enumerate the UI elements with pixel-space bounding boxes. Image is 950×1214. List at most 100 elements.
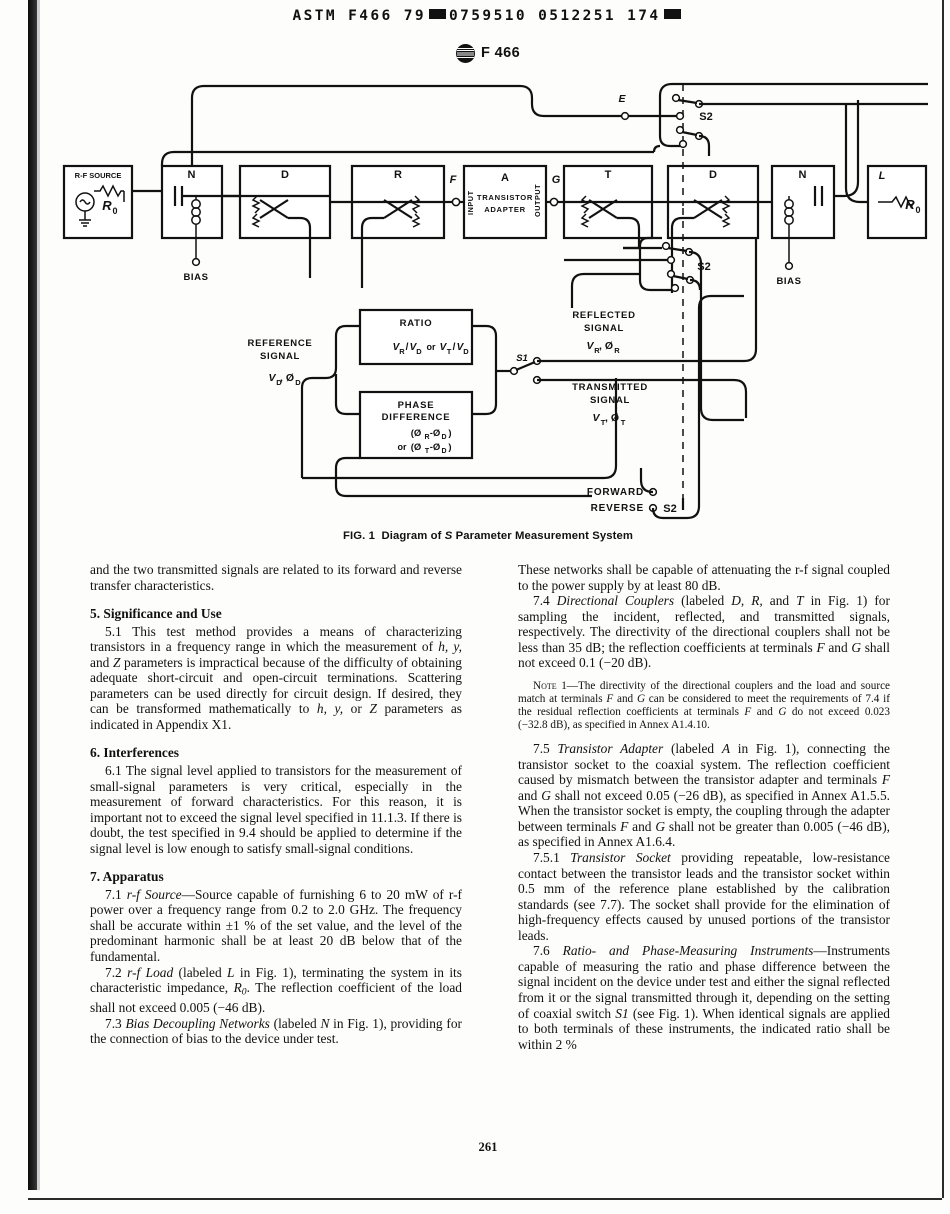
paragraph-7-5-1: 7.5.1 Transistor Socket providing repeat… <box>518 850 890 943</box>
note-i1: F <box>606 692 614 705</box>
p73-b: in Fig. 1), providing for the connection… <box>90 1015 462 1047</box>
svg-text:R: R <box>424 434 429 441</box>
p74-d: and <box>824 639 852 655</box>
paragraph-7-1: 7.1 r-f Source—Source capable of furnish… <box>90 887 462 965</box>
note-d: and <box>751 706 779 719</box>
svg-text:A: A <box>501 172 509 184</box>
note-i3: F <box>744 706 752 719</box>
svg-text:V: V <box>440 342 448 353</box>
p72-b: in Fig. 1), terminating the system in it… <box>90 964 462 996</box>
p72-sym: R0 <box>233 980 247 998</box>
p51-c: parameters is impractical because of the… <box>90 654 463 717</box>
p74-num: 7.4 <box>533 593 557 609</box>
svg-text:SIGNAL: SIGNAL <box>260 351 300 362</box>
heading-significance-and-use: 5. Significance and Use <box>90 606 222 622</box>
svg-text:RATIO: RATIO <box>400 318 433 329</box>
p72-num: 7.2 <box>105 964 128 980</box>
astm-logo-icon <box>455 44 475 63</box>
paragraph-7-3: 7.3 Bias Decoupling Networks (labeled N … <box>90 1016 462 1047</box>
svg-text:REVERSE: REVERSE <box>591 503 644 514</box>
svg-text:0: 0 <box>915 205 920 215</box>
svg-text:T: T <box>621 418 626 427</box>
svg-text:D: D <box>276 378 282 387</box>
p74-i: Directional Couplers <box>556 593 675 609</box>
svg-text:R: R <box>394 169 402 181</box>
p71-t: —Source capable of furnishing 6 to 20 mW… <box>90 886 462 965</box>
svg-text:V: V <box>268 372 276 384</box>
svg-text:N: N <box>188 169 197 181</box>
figure-title-b: Parameter Measurement System <box>455 530 633 542</box>
svg-text:/: / <box>406 342 409 353</box>
heading-apparatus: 7. Apparatus <box>90 869 164 885</box>
page-border-bottom <box>28 1198 942 1200</box>
p751-i: Transistor Socket <box>570 850 671 866</box>
scan-edge-artifact-secondary <box>37 0 40 1190</box>
svg-text:N: N <box>799 169 808 181</box>
p74-i2: D, R, <box>731 593 763 609</box>
p74-i5: G <box>851 639 862 655</box>
svg-text:V: V <box>457 342 465 353</box>
p71-num: 7.1 <box>105 886 127 902</box>
p71-i: r-f Source <box>126 886 182 902</box>
figure-title-a: Diagram of <box>381 530 442 542</box>
svg-text:OUTPUT: OUTPUT <box>533 184 542 217</box>
astm-code-part-2: 0759510 0512251 174 <box>449 8 661 24</box>
svg-text:REFLECTED: REFLECTED <box>572 310 635 321</box>
p73-i2: N <box>320 1015 330 1031</box>
p72-i: r-f Load <box>127 964 174 980</box>
paragraph-7-5: 7.5 Transistor Adapter (labeled A in Fig… <box>518 741 890 850</box>
figure-number: FIG. 1 <box>342 530 375 542</box>
svg-text:-Ø: -Ø <box>430 442 441 453</box>
p74-a: (labeled <box>674 593 732 609</box>
svg-text:L: L <box>879 170 886 182</box>
svg-text:V: V <box>592 412 600 424</box>
p51-i3: h, y, <box>316 701 344 717</box>
p76-i: Ratio- and Phase-Measuring Instruments <box>562 943 814 959</box>
svg-text:/: / <box>453 342 456 353</box>
p74-i3: T <box>796 593 804 609</box>
p74-b: and <box>762 593 797 609</box>
left-column: and the two transmitted signals are rela… <box>90 562 462 1047</box>
svg-text:PHASE: PHASE <box>398 400 435 411</box>
note-e: do not exceed 0.023 (−32.8 dB), as speci… <box>518 706 890 732</box>
p75-e: and <box>628 818 656 834</box>
p51-a: 5.1 This test method provides a means of… <box>90 623 462 655</box>
black-square-marker-icon-2 <box>663 9 681 19</box>
p75-i3: F <box>881 772 890 788</box>
p74-i4: F <box>816 639 825 655</box>
svg-text:FORWARD: FORWARD <box>587 487 644 498</box>
paragraph-7-2: 7.2 r-f Load (labeled L in Fig. 1), term… <box>90 965 462 1016</box>
svg-text:S2: S2 <box>663 503 676 515</box>
svg-text:TRANSMITTED: TRANSMITTED <box>572 382 648 393</box>
p51-i4: Z <box>369 701 377 717</box>
svg-text:D: D <box>416 347 422 356</box>
p76-a: —Instruments capable of measuring the ra… <box>518 943 890 1021</box>
svg-text:R: R <box>102 198 112 213</box>
page-border-right <box>942 0 944 1198</box>
svg-text:F: F <box>450 174 457 186</box>
svg-text:(Ø: (Ø <box>411 442 422 453</box>
right-column: These networks shall be capable of atten… <box>518 562 890 1052</box>
p75-f: shall not be greater than 0.005 (−46 dB)… <box>518 818 891 850</box>
svg-text:TRANSISTOR: TRANSISTOR <box>477 193 533 202</box>
page-number: 261 <box>478 1140 498 1154</box>
svg-text:D: D <box>281 169 289 181</box>
svg-text:T: T <box>605 169 612 181</box>
note-a: 1—The directivity of the directional cou… <box>518 679 890 705</box>
note-1: Note 1—The directivity of the directiona… <box>518 680 890 732</box>
p751-t: providing repeatable, low-resistance con… <box>518 850 890 943</box>
svg-text:DIFFERENCE: DIFFERENCE <box>382 412 451 423</box>
p75-i4: G <box>541 787 551 803</box>
svg-text:REFERENCE: REFERENCE <box>248 338 313 349</box>
svg-text:E: E <box>618 93 626 105</box>
svg-text:(Ø: (Ø <box>411 428 422 439</box>
figure-caption: FIG. 1 Diagram of S Parameter Measuremen… <box>44 530 932 542</box>
p75-i: Transistor Adapter <box>557 741 664 757</box>
p51-b: and <box>90 654 113 670</box>
note-c: can be considered to meet the requiremen… <box>518 692 890 719</box>
p75-d: shall not exceed 0.05 (−26 dB), as speci… <box>518 787 890 834</box>
svg-text:D: D <box>463 347 469 356</box>
svg-text:T: T <box>601 418 606 427</box>
